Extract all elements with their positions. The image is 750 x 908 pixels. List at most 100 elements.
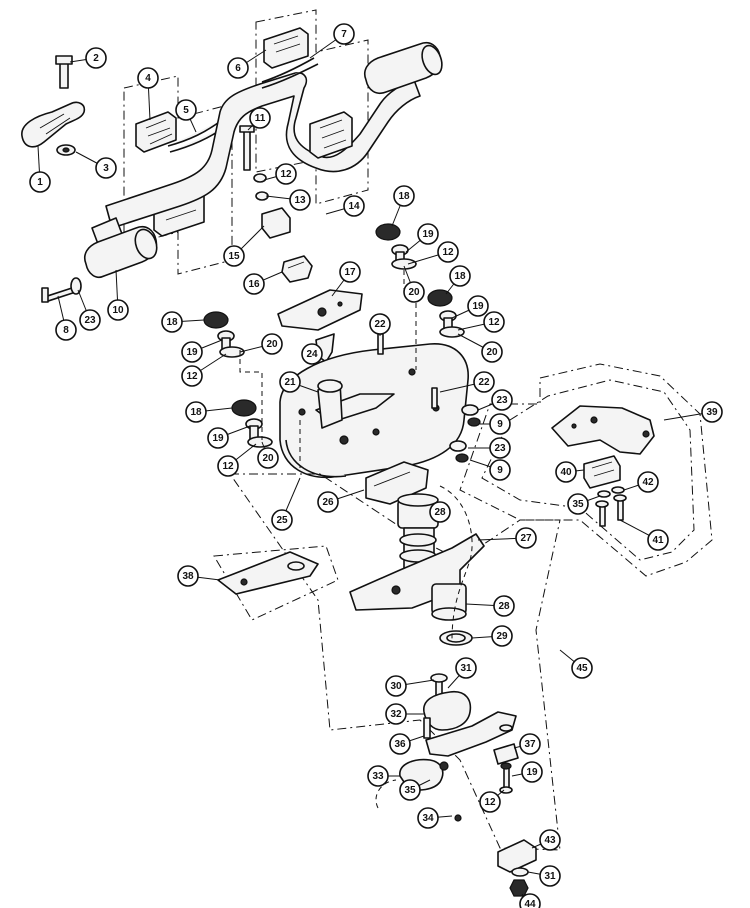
callout-7: 7 [309,23,355,59]
callout-label: 31 [544,871,556,882]
callout-label: 22 [374,319,386,330]
callout-circle [85,47,107,69]
callout-circle [227,57,249,79]
callout-layer: 1234567823101112131415161718191220181912… [29,23,723,908]
callout-label: 20 [486,347,498,358]
callout-label: 16 [248,279,260,290]
callout-label: 34 [422,813,434,824]
callout-35: 35 [567,493,601,515]
callout-23: 23 [477,389,513,411]
callout-19: 19 [511,761,543,783]
callout-14: 14 [325,195,365,217]
callout-label: 12 [280,169,292,180]
callout-label: 2 [93,53,99,64]
callout-label: 4 [145,73,151,84]
callout-label: 44 [524,899,536,908]
callout-circle [479,791,501,813]
steering-column-assembly [213,461,561,897]
callout-25: 25 [271,477,301,531]
callout-18: 18 [185,401,233,423]
callout-label: 42 [642,477,654,488]
callout-circle [489,413,511,435]
callout-12: 12 [181,353,227,387]
callout-circle [399,779,421,801]
callout-circle [701,401,723,423]
callout-label: 26 [322,497,334,508]
callout-30: 30 [385,675,435,697]
callout-12: 12 [457,311,505,333]
callout-28: 28 [465,595,515,617]
callout-label: 43 [544,835,556,846]
callout-circle [429,501,451,523]
callout-circle [279,371,301,393]
callout-17: 17 [331,261,361,297]
callout-circle [207,427,229,449]
callout-8: 8 [55,295,77,341]
callout-circle [301,343,323,365]
callout-5: 5 [175,99,197,133]
callout-18: 18 [391,185,415,227]
callout-circle [385,703,407,725]
callout-label: 28 [498,601,510,612]
callout-label: 35 [404,785,416,796]
callout-6: 6 [227,49,267,79]
callout-42: 42 [623,471,659,493]
callout-label: 45 [576,663,588,674]
callout-3: 3 [75,151,117,179]
callout-11: 11 [247,107,271,131]
callout-33: 33 [367,765,400,787]
callout-label: 18 [166,317,178,328]
callout-label: 10 [112,305,124,316]
callout-label: 14 [348,201,360,212]
callout-label: 37 [524,739,536,750]
callout-circle [417,223,439,245]
callout-circle [449,265,471,287]
callout-label: 22 [478,377,490,388]
callout-circle [515,527,537,549]
callout-label: 23 [494,443,506,454]
mounting-plate-assembly [203,223,481,478]
callout-label: 36 [394,739,406,750]
callout-19: 19 [451,295,489,319]
callout-label: 17 [344,267,356,278]
callout-27: 27 [477,527,537,549]
callout-circle [393,185,415,207]
callout-9: 9 [480,413,511,435]
callout-31: 31 [527,865,561,887]
callout-16: 16 [243,271,283,295]
callout-label: 28 [434,507,446,518]
callout-label: 19 [422,229,434,240]
callout-circle [333,23,355,45]
callout-label: 18 [190,407,202,418]
callout-label: 27 [520,533,532,544]
callout-circle [555,461,577,483]
callout-label: 9 [497,419,503,430]
callout-22: 22 [369,313,391,336]
callout-label: 1 [37,177,43,188]
callout-circle [493,595,515,617]
callout-label: 33 [372,771,384,782]
callout-circle [339,261,361,283]
callout-label: 3 [103,163,109,174]
callout-15: 15 [223,225,265,267]
callout-circle [95,157,117,179]
callout-circle [491,625,513,647]
callout-label: 13 [294,195,306,206]
callout-label: 19 [472,301,484,312]
callout-label: 23 [84,315,96,326]
callout-1: 1 [29,145,51,193]
callout-circle [55,319,77,341]
callout-circle [261,333,283,355]
callout-40: 40 [555,461,585,483]
callout-label: 11 [255,113,266,124]
callout-26: 26 [317,489,365,513]
callout-circle [637,471,659,493]
callout-label: 39 [706,407,718,418]
callout-circle [177,565,199,587]
callout-label: 8 [63,325,69,336]
callout-circle [217,455,239,477]
callout-label: 15 [228,251,240,262]
callout-label: 32 [390,709,402,720]
callout-circle [343,195,365,217]
